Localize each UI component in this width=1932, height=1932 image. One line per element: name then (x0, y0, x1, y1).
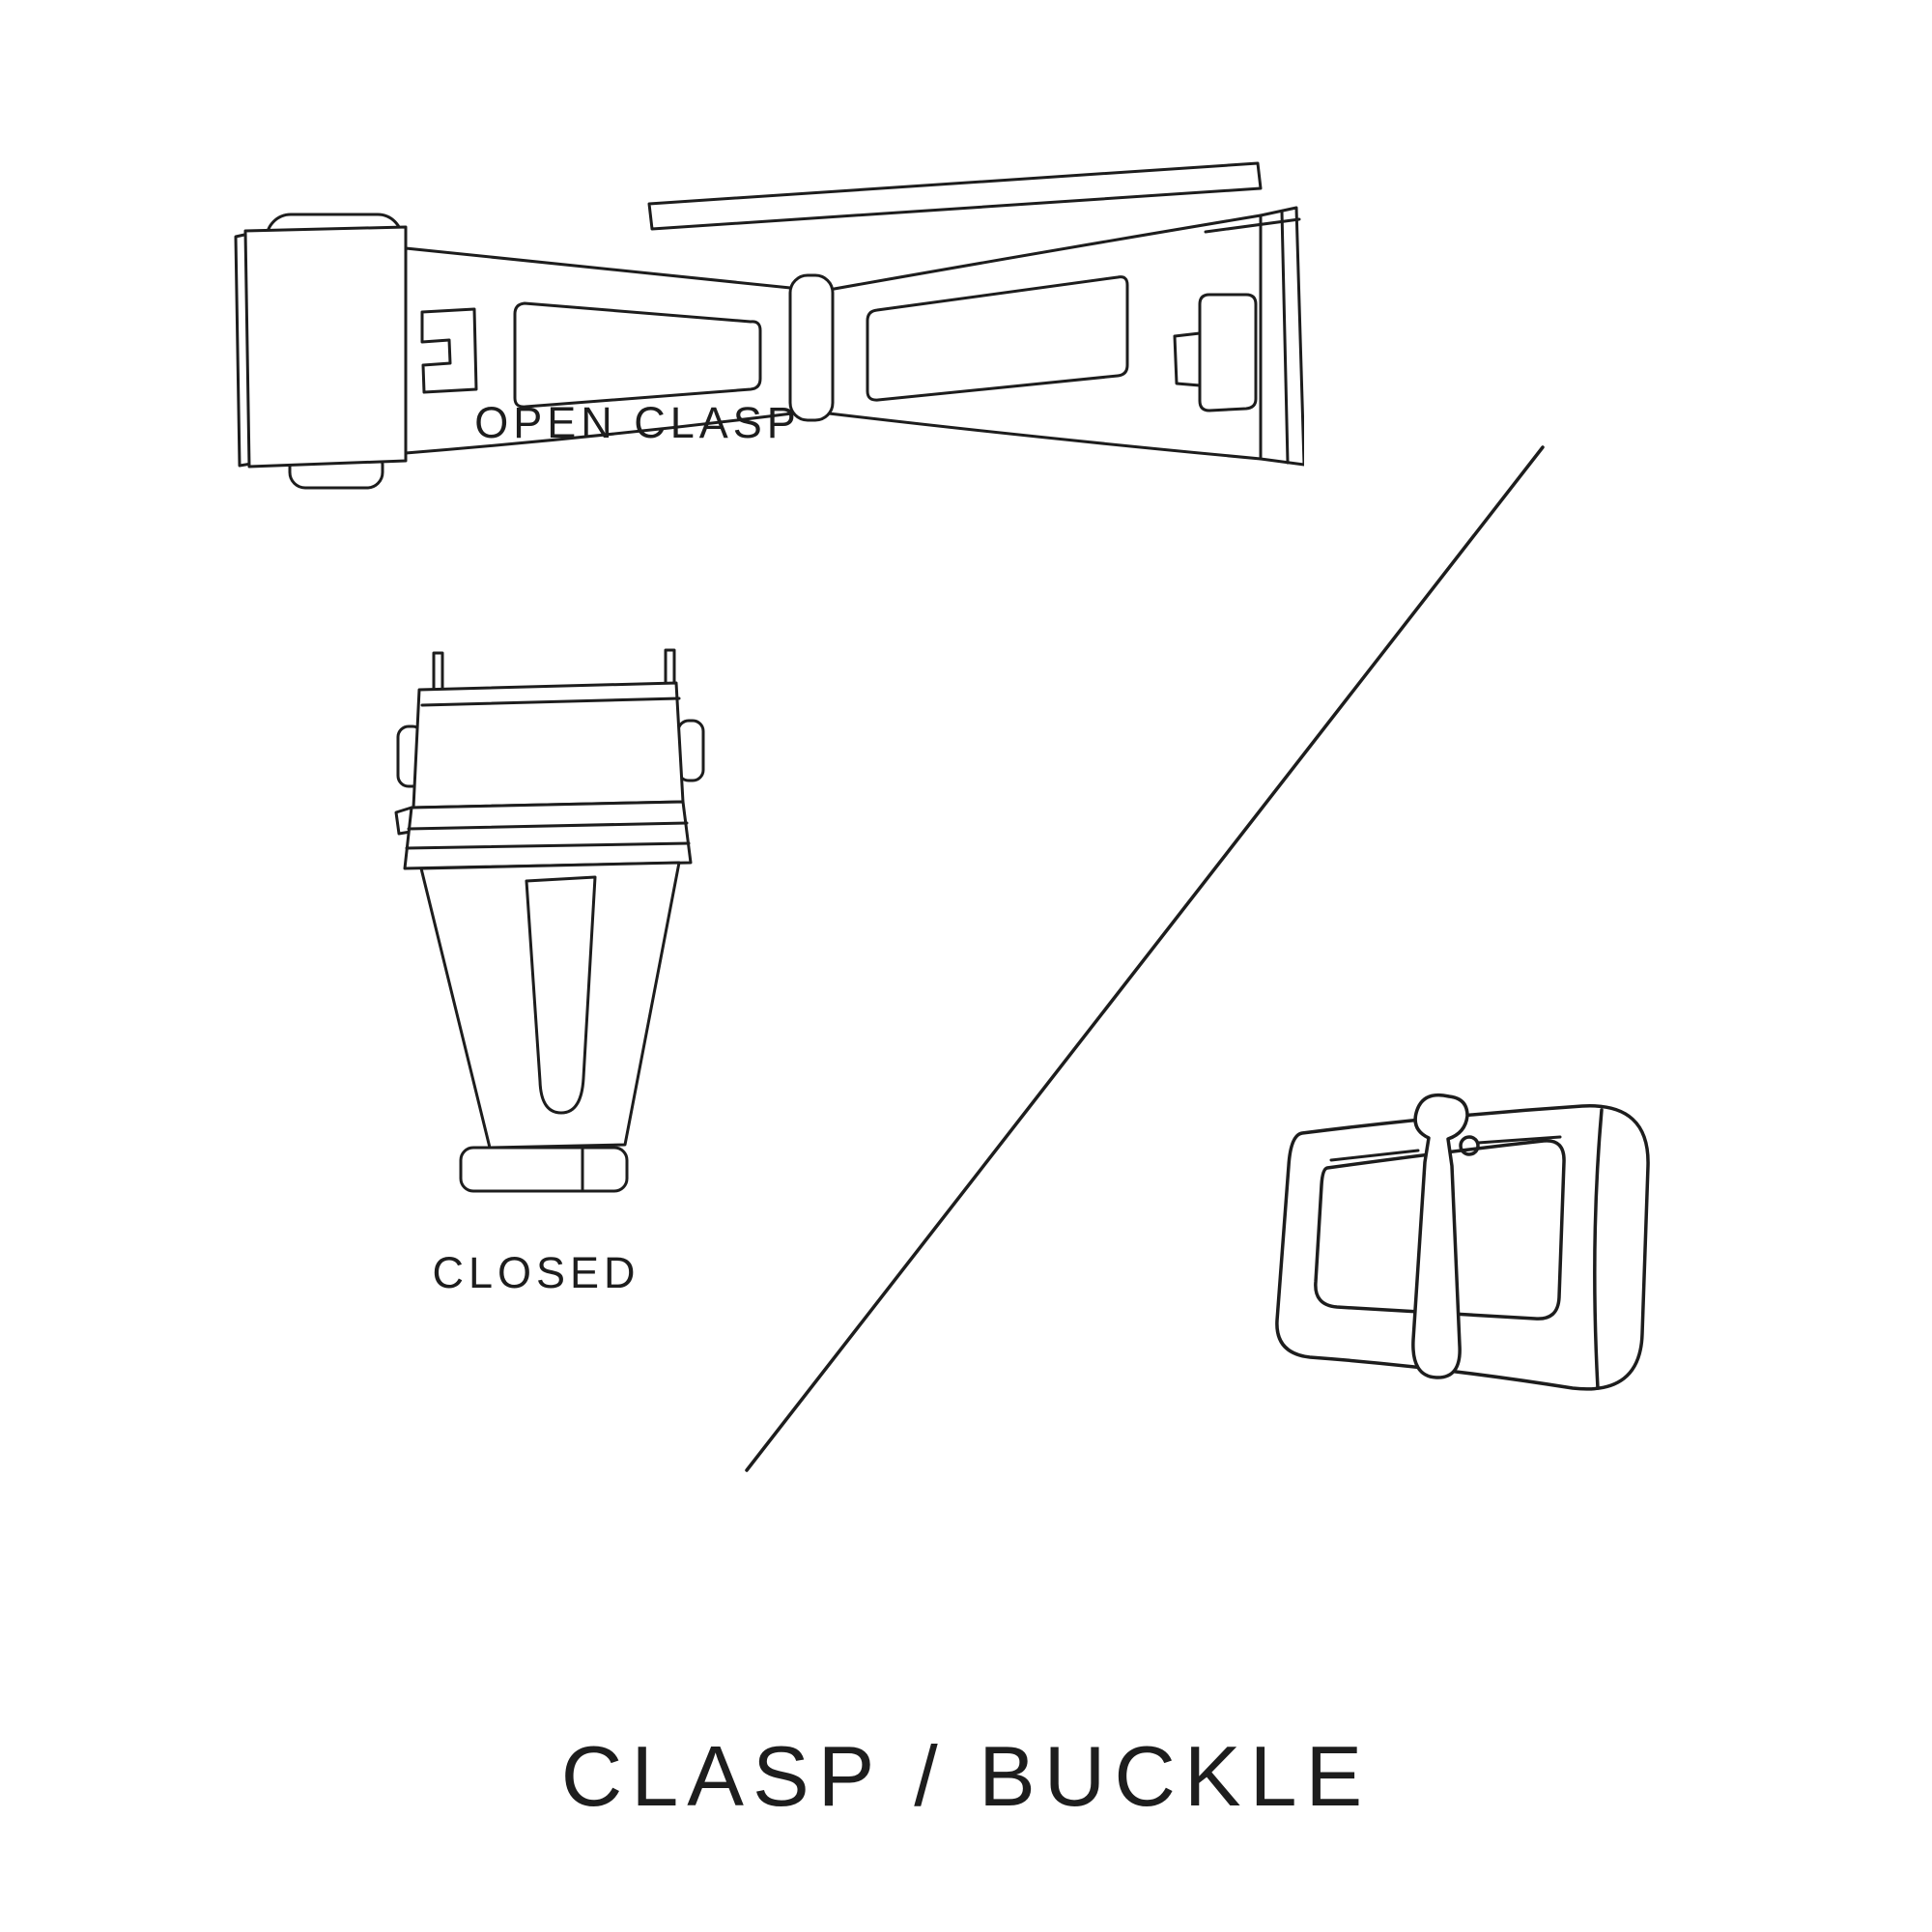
buckle-tongue (1411, 1093, 1469, 1379)
buckle-side-contour (1593, 1108, 1604, 1390)
clasp-end-cap (1259, 206, 1304, 467)
clasp-right-inner-outline (866, 275, 1129, 402)
clasp-right-hook (1173, 331, 1202, 387)
page-title: CLASP / BUCKLE (560, 1728, 1372, 1824)
clasp-right-cutout (1198, 293, 1258, 412)
pin-buckle-illustration (1227, 1077, 1681, 1444)
closed-prong-left (432, 651, 444, 696)
clasp-center-hinge (788, 273, 835, 422)
clasp-end-cap-line (1280, 210, 1290, 465)
closed-band-line-2 (405, 841, 691, 850)
clasp-left-inner-outline (513, 301, 762, 409)
closed-band (403, 800, 693, 870)
buckle-frame (1275, 1104, 1650, 1391)
closed-clasp-drawing (394, 648, 705, 1193)
clasp-left-block (243, 225, 408, 469)
clasp-left-hook (420, 307, 478, 394)
closed-body (419, 861, 681, 1150)
closed-label: CLOSED (432, 1248, 640, 1297)
buckle-pin-coil (1459, 1135, 1480, 1156)
buckle-pin-bar-left (1329, 1149, 1420, 1162)
closed-body-inner-outline (525, 875, 597, 1115)
open-clasp-label: OPEN CLASP (474, 398, 801, 447)
open-clasp-illustration (222, 159, 1304, 565)
open-clasp-drawing (234, 161, 1304, 490)
clasp-end-top-line (1204, 217, 1301, 234)
closed-top-block-line (420, 696, 681, 707)
buckle-opening (1314, 1139, 1566, 1321)
closed-bottom-bar (459, 1146, 629, 1193)
clasp-right-top-strip (647, 161, 1263, 231)
closed-band-line-1 (407, 821, 689, 831)
buckle-pin-bar-right (1476, 1135, 1562, 1145)
closed-clasp-illustration (386, 638, 715, 1217)
pin-buckle-drawing (1275, 1093, 1650, 1391)
